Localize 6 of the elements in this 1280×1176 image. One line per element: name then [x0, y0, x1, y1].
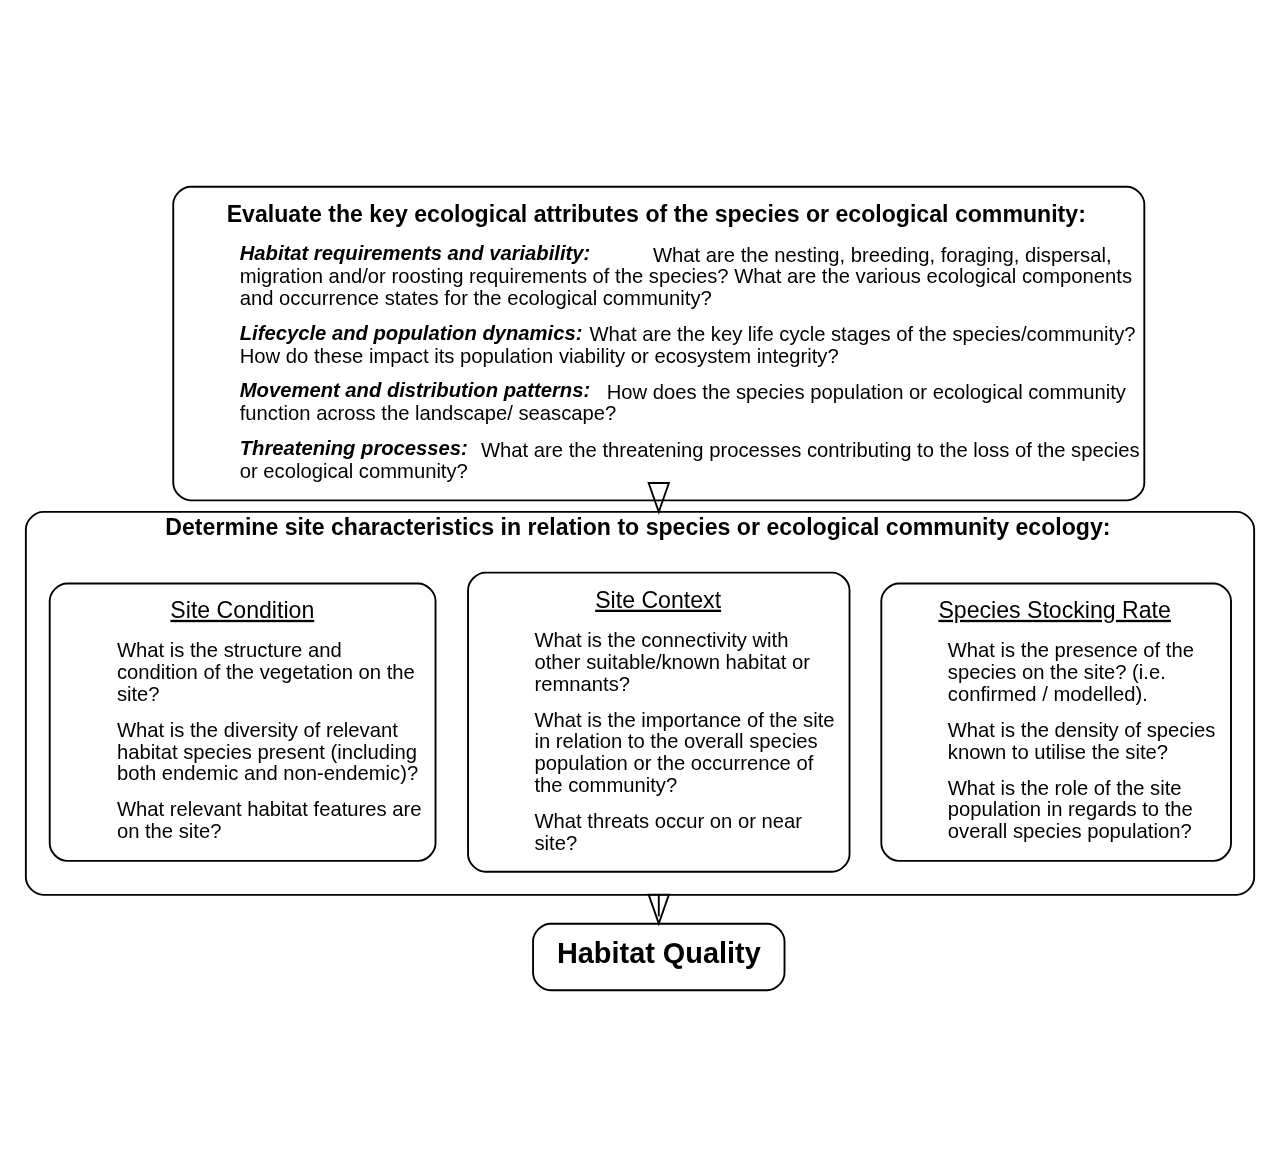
arrow	[647, 481, 671, 515]
node-box: Site Context What is the connectivity with other suitable/known habitat or remnants? What is the importance of the site in relation to the overall species population or the occurrence of the community? What threats occur on or near site?	[467, 571, 851, 873]
node-box: Site Condition What is the structure and condition of the vegetation on the site? What is the diversity of relevant habitat species present (including both endemic and non-endemic)? What relevant habitat features are on the site?	[48, 582, 437, 862]
arrow	[647, 893, 671, 926]
node-box: Species Stocking Rate What is the presence of the species on the site? (i.e. confirmed / modelled). What is the density of species known to utilise the site? What is the role of the site population in regards to the overall species population?	[880, 582, 1232, 862]
node-box: Habitat Quality	[532, 922, 786, 991]
